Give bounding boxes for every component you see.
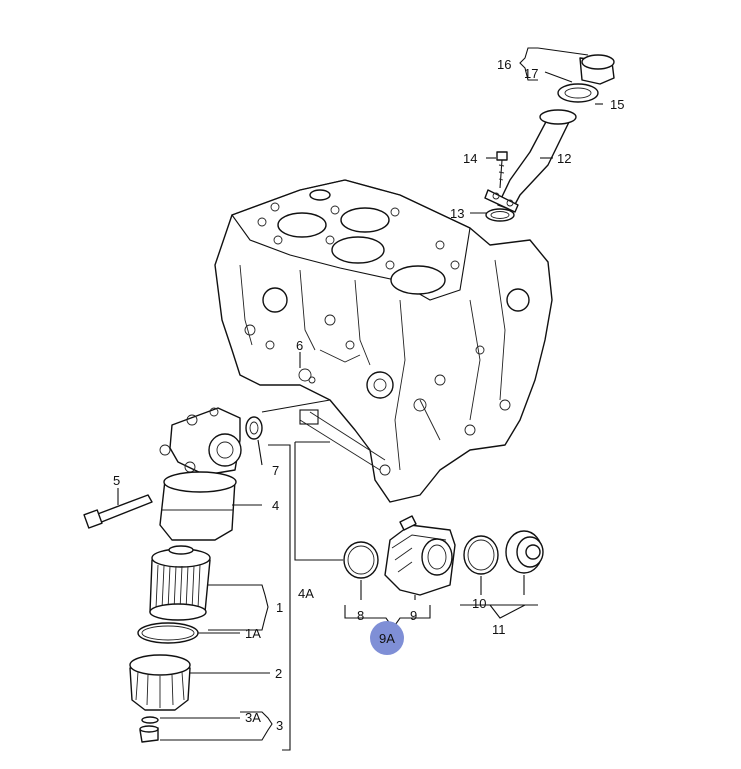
filler-gasket	[485, 208, 515, 222]
callout-11: 11	[492, 622, 506, 637]
callout-1: 1	[276, 600, 283, 615]
callout-9A: 9A	[379, 631, 395, 646]
callout-1A: 1A	[245, 626, 261, 641]
cooler-seal-left	[343, 541, 379, 579]
filler-bolt	[496, 151, 508, 189]
leader-lines	[117, 47, 603, 751]
callout-17: 17	[524, 66, 538, 81]
oil-cooler	[384, 515, 456, 596]
callout-4: 4	[272, 498, 279, 513]
callout-5: 5	[113, 473, 120, 488]
oil-filter-element	[149, 545, 211, 621]
callout-9: 9	[410, 608, 417, 623]
engine-block	[214, 179, 553, 503]
oil-filler-neck	[484, 109, 577, 213]
drain-seal	[141, 716, 159, 724]
cooler-cover	[505, 530, 544, 574]
filler-seal-ring	[557, 83, 599, 103]
callout-12: 12	[557, 151, 571, 166]
callout-13: 13	[450, 206, 464, 221]
callout-16: 16	[497, 57, 511, 72]
cooler-seal-right	[463, 535, 499, 575]
callout-3: 3	[276, 718, 283, 733]
callout-9A-badge[interactable]: 9A	[370, 621, 404, 655]
callout-2: 2	[275, 666, 282, 681]
filter-cap	[129, 654, 191, 711]
callout-14: 14	[463, 151, 477, 166]
callout-10: 10	[472, 596, 486, 611]
callout-4A: 4A	[298, 586, 314, 601]
drain-plug	[139, 725, 159, 743]
callout-8: 8	[357, 608, 364, 623]
oil-filter-housing	[159, 407, 242, 476]
callout-7: 7	[272, 463, 279, 478]
callout-6: 6	[296, 338, 303, 353]
filter-o-ring	[137, 622, 199, 644]
housing-gasket	[245, 416, 263, 440]
filler-cap	[579, 54, 615, 85]
callout-labels: 16 17 15 14 12 13 6 7 5 4 4A 1 1A 2 3A 3…	[113, 57, 624, 733]
callout-15: 15	[610, 97, 624, 112]
housing-body	[159, 471, 237, 541]
callout-3A: 3A	[245, 710, 261, 725]
housing-bolt	[83, 494, 153, 529]
